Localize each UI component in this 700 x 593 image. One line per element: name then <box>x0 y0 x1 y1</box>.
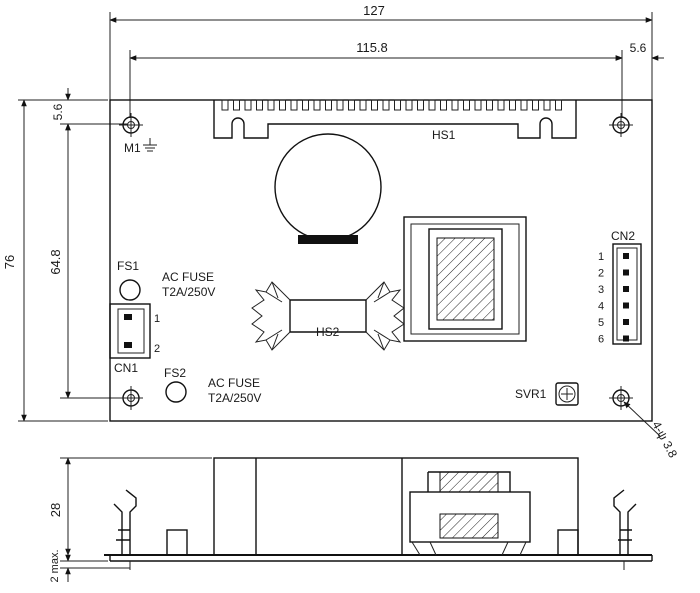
cn2-pin-5 <box>623 319 629 325</box>
fuse-fs2 <box>165 381 187 403</box>
capacitor <box>274 133 382 244</box>
hs1-fin <box>417 99 424 111</box>
overall-width-value: 127 <box>363 3 385 18</box>
hole-span-width-value: 115.8 <box>356 40 388 55</box>
hole-diameter-leader <box>623 401 661 437</box>
cn2-pin-label: 4 <box>598 301 604 313</box>
mounting-hole-top-right <box>609 113 633 137</box>
hs1-fin <box>497 99 505 111</box>
side-height-value: 28 <box>48 503 63 517</box>
hs1-fin <box>256 99 263 111</box>
fuse2-rating-line2: T2A/250V <box>208 391 261 405</box>
dimension-side-height: 28 <box>48 457 212 556</box>
hs1-fin <box>451 99 459 111</box>
hs1-fin <box>428 99 436 111</box>
hs1-fin <box>486 99 493 111</box>
side-view <box>104 457 653 562</box>
mounting-hole-bottom-left <box>119 386 143 410</box>
fs1-label: FS1 <box>117 259 139 273</box>
hs1-fin <box>348 99 355 111</box>
hs1-fin <box>394 99 401 111</box>
pcb-outline-top-view <box>109 99 653 422</box>
dimension-overall-width: 127 <box>109 3 653 100</box>
hs1-fin <box>371 99 378 111</box>
dimension-hole-span-height: 64.8 <box>48 123 128 399</box>
hs1-fin <box>290 99 298 111</box>
fuse2-rating-line1: AC FUSE <box>208 376 260 390</box>
cn2-pin-label: 6 <box>598 334 604 346</box>
mounting-hole-top-left <box>119 113 143 137</box>
hs1-fin <box>405 99 413 111</box>
hs1-fin <box>509 99 516 111</box>
dimension-clearance: 2 max. <box>49 545 130 583</box>
transformer-side <box>409 471 531 556</box>
cn2-pin-3 <box>623 286 629 292</box>
cn2-label: CN2 <box>611 229 635 243</box>
cn2-pin-label: 1 <box>598 251 604 263</box>
hs1-fin <box>233 99 240 111</box>
hs1-fin <box>221 99 229 111</box>
hole-offset-top-value: 5.6 <box>51 103 65 120</box>
dimension-overall-height: 76 <box>2 99 108 422</box>
cn2-pin-label: 5 <box>598 317 604 329</box>
cn2-pin-2 <box>623 269 629 276</box>
ground-icon <box>143 138 157 152</box>
trimmer-svr1[interactable] <box>555 382 579 406</box>
cn1-pin-1: 1 <box>154 313 160 325</box>
hs1-fin <box>543 99 551 111</box>
hs1-fin <box>359 99 367 111</box>
hs1-label: HS1 <box>432 128 456 142</box>
heatsink-hs1 <box>213 99 577 139</box>
cn2-pin-4 <box>623 302 629 309</box>
hs1-fin <box>267 99 275 111</box>
clearance-value: 2 max. <box>49 549 61 582</box>
svr1-label: SVR1 <box>515 387 547 401</box>
transformer <box>403 216 527 342</box>
hs1-fin <box>474 99 482 111</box>
hs1-fin <box>555 99 562 111</box>
hole-offset-right-value: 5.6 <box>630 41 647 55</box>
cn2-pin-6 <box>623 335 629 342</box>
dimension-hole-span-width: 115.8 <box>129 40 623 118</box>
hs1-fin <box>325 99 332 111</box>
heatsink-hs2 <box>251 281 405 351</box>
fuse1-rating-line2: T2A/250V <box>162 285 215 299</box>
hole-span-height-value: 64.8 <box>48 249 63 274</box>
fs2-label: FS2 <box>164 366 186 380</box>
hs1-fin <box>244 99 252 111</box>
mounting-hole-bottom-right <box>609 386 633 410</box>
hs1-fin <box>440 99 447 111</box>
cn1-pin-2: 2 <box>154 343 160 355</box>
hs1-fin <box>279 99 286 111</box>
cn1-label: CN1 <box>114 361 138 375</box>
hs2-label: HS2 <box>316 325 340 339</box>
cn2-pin-label: 2 <box>598 268 604 280</box>
overall-height-value: 76 <box>2 255 17 269</box>
cn2-pin-1 <box>623 253 629 259</box>
dimension-hole-offset-right: 5.6 <box>612 41 664 61</box>
connector-cn1 <box>109 303 151 359</box>
cn2-pin-label: 3 <box>598 284 604 296</box>
dimension-hole-offset-top: 5.6 <box>51 88 71 136</box>
connector-cn2 <box>612 243 642 345</box>
hs1-fin <box>532 99 539 111</box>
hs1-fin <box>382 99 390 111</box>
hole-diameter-note: 4-ψ 3.8 <box>649 419 680 461</box>
fuse1-rating-line1: AC FUSE <box>162 270 214 284</box>
hs1-fin <box>302 99 309 111</box>
fuse-fs1 <box>119 279 141 301</box>
hs1-fin <box>463 99 470 111</box>
hs1-fin <box>520 99 528 111</box>
hs1-fin <box>313 99 321 111</box>
hs1-fin <box>336 99 344 111</box>
m1-label: M1 <box>124 141 141 155</box>
